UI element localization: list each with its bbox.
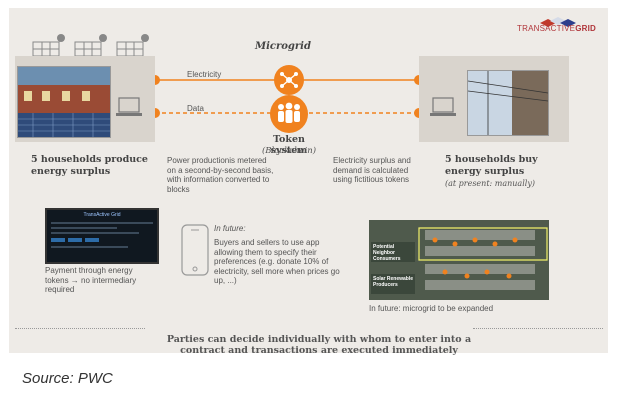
brand-name: TRANSACTIVEGRID	[517, 24, 597, 33]
future-app-title: In future:	[214, 224, 246, 233]
dashboard-screenshot: TransActive Grid	[45, 208, 159, 264]
smartphone-icon	[181, 224, 209, 276]
diagram-panel: TRANSACTIVEGRID Microgrid	[9, 8, 608, 356]
left-caption: 5 households produce energy surplus	[31, 154, 148, 177]
surplus-text: Electricity surplus and demand is calcul…	[333, 156, 411, 184]
bottom-statement: Parties can decide individually with who…	[166, 334, 472, 356]
token-system-subtitle: (Blockchain)	[261, 146, 317, 156]
dashboard-title: TransActive Grid	[83, 212, 121, 218]
laptop-icon	[116, 97, 142, 116]
map-label-producers: Solar Renewable Producers	[373, 276, 414, 288]
power-production-text: Power productionis metered on a second-b…	[167, 156, 274, 194]
people-group-icon	[270, 95, 308, 133]
laptop-icon	[430, 97, 456, 116]
solar-panels-icon	[32, 34, 149, 57]
divider-right	[473, 328, 603, 329]
token-system-title: Token system	[270, 134, 308, 156]
right-caption-sub: (at present: manually)	[445, 179, 535, 188]
payment-text: Payment through energy tokens → no inter…	[45, 266, 137, 294]
producer-houses-photo	[17, 66, 111, 138]
data-label: Data	[187, 104, 204, 113]
network-node-icon	[274, 65, 304, 95]
divider-left	[15, 328, 145, 329]
future-app-body: Buyers and sellers to use app allowing t…	[214, 238, 340, 285]
source-caption: Source: PWC	[22, 370, 113, 387]
transactivegrid-logo	[540, 17, 576, 27]
map-caption: In future: microgrid to be expanded	[369, 304, 494, 313]
microgrid-title: Microgrid	[255, 41, 311, 52]
electricity-label: Electricity	[187, 70, 222, 79]
consumer-street-photo	[467, 70, 549, 136]
microgrid-aerial-map	[369, 220, 549, 300]
map-label-consumers: Potential Neighbor Consumers	[373, 244, 401, 262]
right-caption: 5 households buy energy surplus	[445, 154, 538, 177]
